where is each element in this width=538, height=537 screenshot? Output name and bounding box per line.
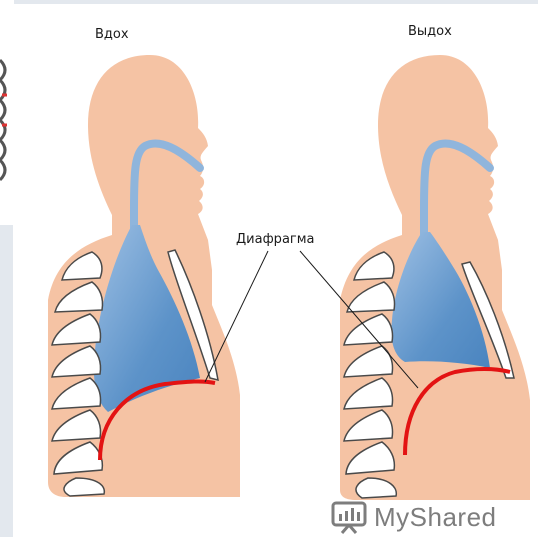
inhale-label: Вдох [95, 27, 129, 42]
exhale-figure [340, 55, 530, 500]
exhale-label: Выдох [408, 24, 452, 39]
myshared-watermark: MyShared [330, 499, 497, 535]
diaphragm-label: Диафрагма [236, 232, 315, 247]
cropped-ribs-fragment [0, 60, 7, 180]
watermark-text: MyShared [374, 502, 497, 533]
inhale-figure [48, 55, 240, 497]
presentation-board-icon [330, 500, 368, 534]
